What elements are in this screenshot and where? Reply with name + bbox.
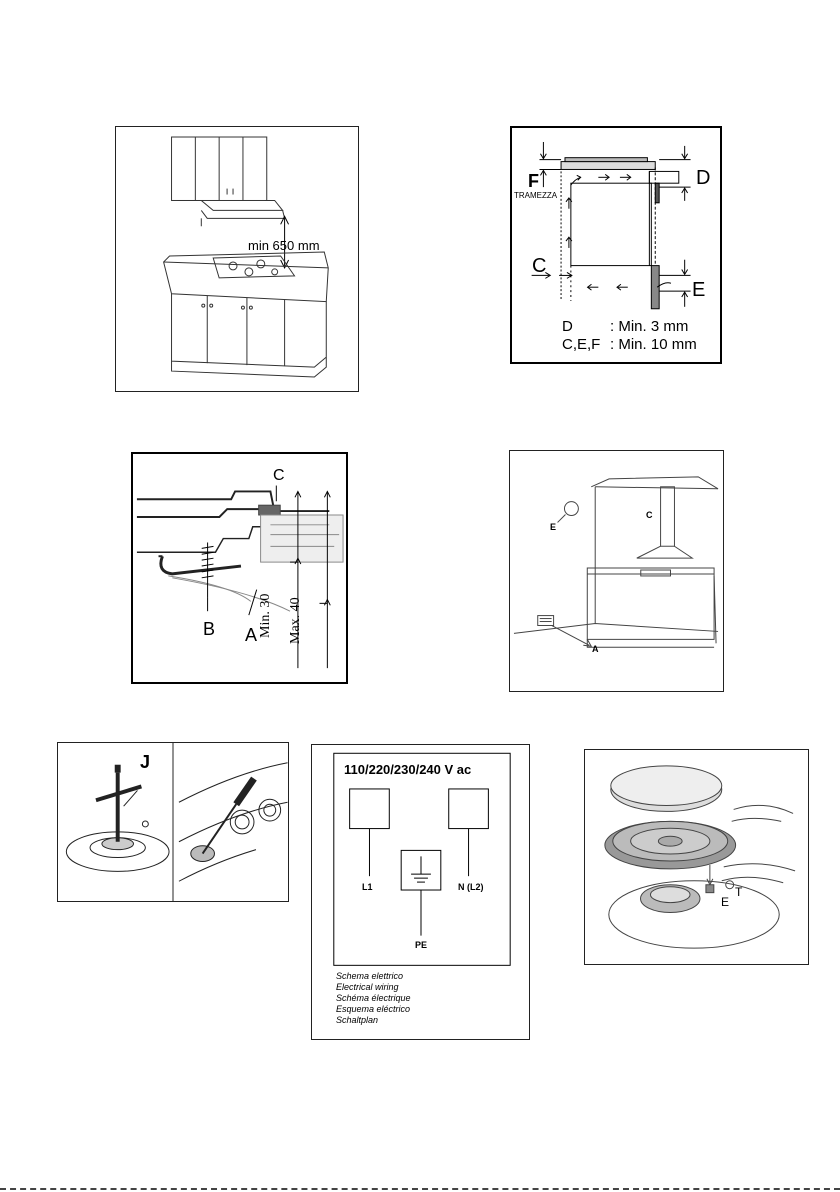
clearance-legend: D: Min. 3 mm C,E,F: Min. 10 mm <box>562 318 697 354</box>
wiring-captions: Schema elettrico Electrical wiring Schém… <box>336 971 411 1026</box>
legend-row-d: D: Min. 3 mm <box>562 318 697 336</box>
label-f: F <box>528 172 539 190</box>
label-t: T <box>735 886 742 898</box>
injector-illustration <box>58 743 288 901</box>
terminal-n: N (L2) <box>458 883 484 892</box>
label-a: A <box>592 645 599 654</box>
clearance-label: min 650 mm <box>248 239 320 252</box>
label-b: B <box>203 620 215 638</box>
legend-keys: D <box>562 318 610 336</box>
figure-hood-clearance: min 650 mm <box>115 126 359 392</box>
label-partition: TRAMEZZA <box>514 192 557 200</box>
figure-electrical-wiring: 110/220/230/240 V ac L1 N (L2) PE Schema… <box>311 744 530 1040</box>
figure-room-ventilation: E C A <box>509 450 724 692</box>
label-min: Min. 30 <box>259 594 273 638</box>
label-e: E <box>550 523 556 532</box>
caption-it: Schema elettrico <box>336 971 411 982</box>
figure-fixing-bracket: C B A Min. 30 Max. 40 <box>131 452 348 684</box>
caption-fr: Schéma électrique <box>336 993 411 1004</box>
caption-en: Electrical wiring <box>336 982 411 993</box>
legend-row-cef: C,E,F: Min. 10 mm <box>562 336 697 354</box>
room-illustration <box>510 451 723 691</box>
legend-sep: : Min. <box>610 336 647 353</box>
label-e: E <box>721 896 729 908</box>
bracket-section <box>133 454 346 682</box>
label-c: C <box>273 468 285 484</box>
label-j: J <box>140 753 150 771</box>
label-max: Max. 40 <box>289 597 303 644</box>
page-bottom-border <box>0 1188 840 1190</box>
burner-illustration <box>585 750 808 964</box>
legend-keys: C,E,F <box>562 336 610 354</box>
caption-es: Esquema eléctrico <box>336 1004 411 1015</box>
label-c: C <box>646 511 653 520</box>
figure-burner-assembly: E T <box>584 749 809 965</box>
label-d: D <box>696 168 710 188</box>
terminal-pe: PE <box>415 941 427 950</box>
island-kitchen-illustration <box>116 127 358 391</box>
label-c: C <box>532 256 546 276</box>
terminal-l1: L1 <box>362 883 373 892</box>
figure-injector: J <box>57 742 289 902</box>
legend-value: 3 mm <box>651 318 689 335</box>
legend-sep: : Min. <box>610 318 647 335</box>
legend-value: 10 mm <box>651 336 697 353</box>
label-e: E <box>692 280 705 300</box>
label-a: A <box>245 626 257 644</box>
caption-de: Schaltplan <box>336 1015 411 1026</box>
figure-ventilation: F TRAMEZZA D C E D: Min. 3 mm C,E,F: Min… <box>510 126 722 364</box>
